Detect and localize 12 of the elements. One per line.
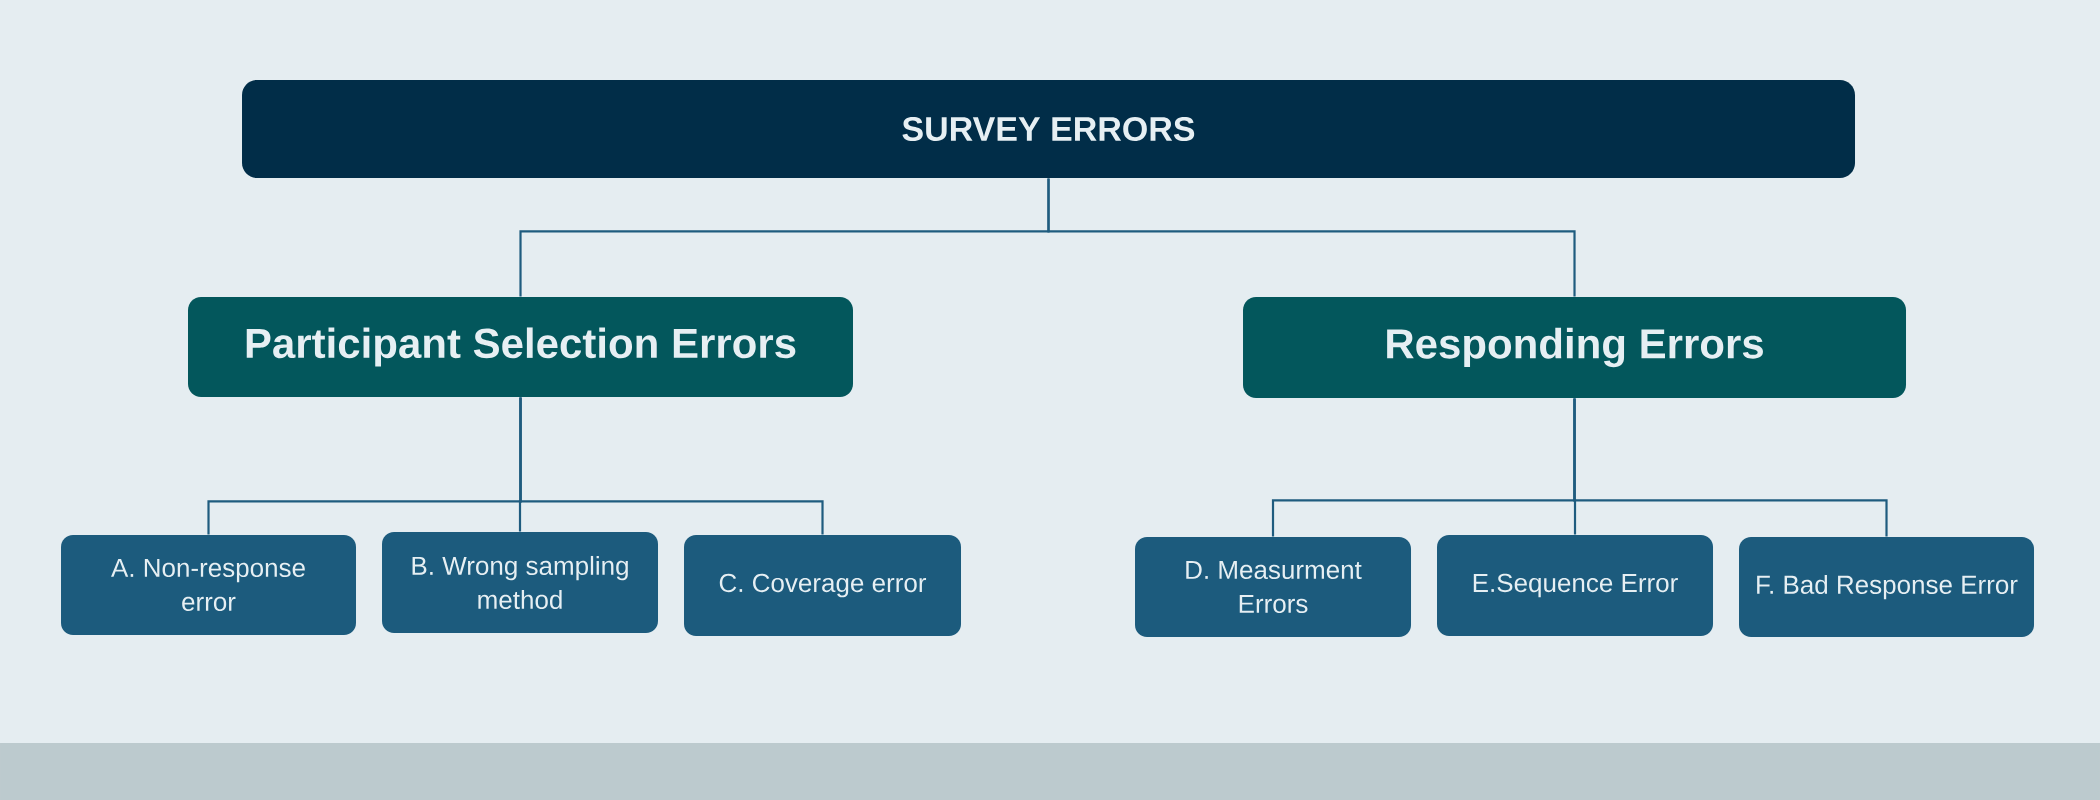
category-box: Responding Errors: [1243, 297, 1906, 398]
connector-line: [519, 397, 824, 535]
connector-line: [1047, 178, 1576, 297]
connector-line: [1573, 398, 1888, 537]
item-box: F. Bad Response Error: [1739, 537, 2034, 637]
item-box: D. Measurment Errors: [1135, 537, 1411, 637]
category-box: Participant Selection Errors: [188, 297, 853, 397]
item-box: E.Sequence Error: [1437, 535, 1713, 636]
item-box: A. Non-response error: [61, 535, 356, 635]
header-box: SURVEY ERRORS: [242, 80, 1855, 178]
item-box: B. Wrong sampling method: [382, 532, 658, 633]
item-box: C. Coverage error: [684, 535, 961, 636]
